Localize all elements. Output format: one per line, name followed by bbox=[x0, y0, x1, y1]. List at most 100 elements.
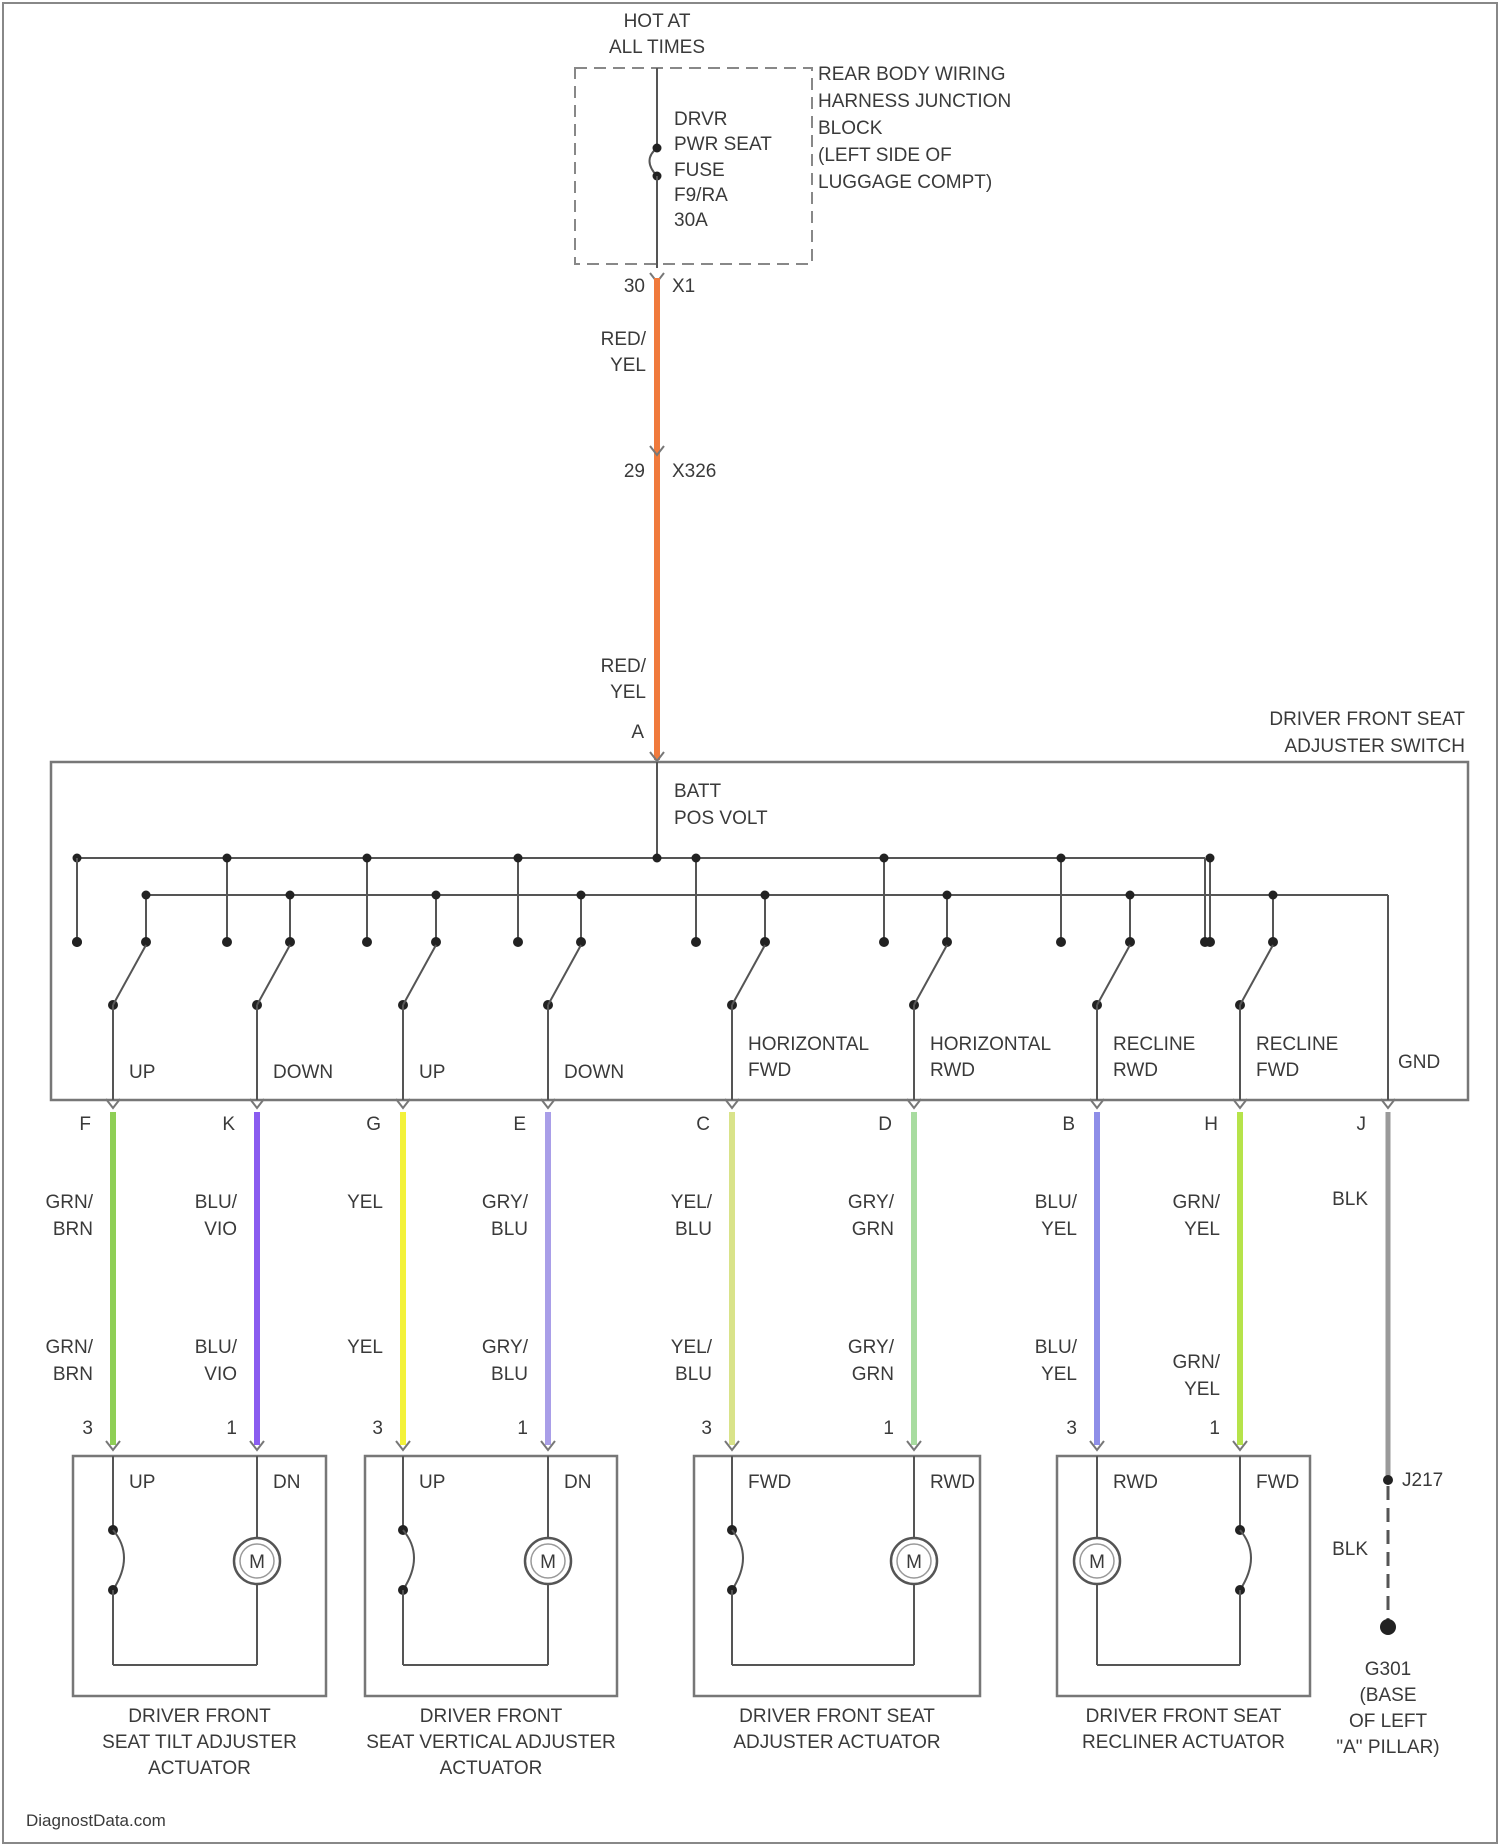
batt-contact bbox=[879, 937, 889, 947]
actuator-caption: DRIVER FRONT SEAT bbox=[739, 1706, 935, 1727]
switch-blade bbox=[1097, 945, 1130, 1005]
switch-output-pin: G bbox=[366, 1114, 381, 1135]
actuator-caption: DRIVER FRONT bbox=[420, 1706, 563, 1727]
switch-output-pin: F bbox=[79, 1114, 91, 1135]
gnd-bus-dot bbox=[1126, 891, 1135, 900]
wire-color-label-upper: YEL bbox=[347, 1192, 383, 1213]
switch-output-pin: H bbox=[1204, 1114, 1218, 1135]
circuit-breaker-icon bbox=[1240, 1530, 1251, 1590]
actuator-terminal-label: UP bbox=[419, 1472, 445, 1493]
inline-connector-id: X326 bbox=[672, 461, 716, 482]
switch-title-2: ADJUSTER SWITCH bbox=[1285, 736, 1466, 757]
fuse-label-4: F9/RA bbox=[674, 185, 728, 206]
gnd-bus-dot bbox=[142, 891, 151, 900]
wire-color-label-lower: BLU bbox=[491, 1364, 528, 1385]
wire-color-label-lower: VIO bbox=[204, 1364, 237, 1385]
wire-color-label-upper: GRY/ bbox=[482, 1192, 529, 1213]
switch-position-label: DOWN bbox=[273, 1062, 333, 1083]
feed-wire-color-upper-2: YEL bbox=[610, 355, 646, 376]
inline-connector-pin: 29 bbox=[624, 461, 645, 482]
batt-contact bbox=[1200, 937, 1210, 947]
batt-bus-dot bbox=[514, 854, 523, 863]
actuator-terminal-label: DN bbox=[273, 1472, 300, 1493]
wire-color-label-upper: GRN bbox=[852, 1219, 894, 1240]
actuator-caption: SEAT TILT ADJUSTER bbox=[102, 1732, 297, 1753]
switch-output-pin: B bbox=[1062, 1114, 1075, 1135]
switch-blade bbox=[1240, 945, 1273, 1005]
actuator-wires-group: GRN/BRN GRN/BRN 3 BLU/VIO BLU/VIO 1 YEL YEL 3 GRY… bbox=[46, 1112, 1248, 1450]
ground-splice-id: J217 bbox=[1402, 1470, 1443, 1491]
wire-color-label-upper: BRN bbox=[53, 1219, 93, 1240]
actuator-pin: 3 bbox=[82, 1418, 93, 1439]
ground-label-2: (BASE bbox=[1359, 1685, 1416, 1706]
wire-color-label-lower: YEL/ bbox=[671, 1337, 713, 1358]
actuator-terminal-label: RWD bbox=[930, 1472, 975, 1493]
ground-wire-color-upper: BLK bbox=[1332, 1189, 1368, 1210]
fuse-label-2: PWR SEAT bbox=[674, 134, 772, 155]
wire-color-label-lower: BLU bbox=[675, 1364, 712, 1385]
actuator-caption: RECLINER ACTUATOR bbox=[1082, 1732, 1285, 1753]
wire-color-label-upper: YEL/ bbox=[671, 1192, 713, 1213]
ground-circuit: BLK J217 BLK G301 (BASE OF LEFT "A" PILL… bbox=[1332, 1112, 1443, 1758]
motor-label: M bbox=[906, 1552, 922, 1573]
wire-color-label-lower: YEL bbox=[1184, 1379, 1220, 1400]
actuator-terminal-label: DN bbox=[564, 1472, 591, 1493]
motor-label: M bbox=[249, 1552, 265, 1573]
switch-blade bbox=[403, 945, 436, 1005]
wire-color-label-lower: BLU/ bbox=[1035, 1337, 1078, 1358]
actuator-caption: SEAT VERTICAL ADJUSTER bbox=[366, 1732, 616, 1753]
watermark: DiagnostData.com bbox=[26, 1811, 166, 1830]
switch-position-label: HORIZONTAL bbox=[930, 1034, 1051, 1055]
motor-label: M bbox=[540, 1552, 556, 1573]
fuse-label-1: DRVR bbox=[674, 109, 728, 130]
wire-color-label-upper: BLU bbox=[491, 1219, 528, 1240]
switch-output-pin: C bbox=[696, 1114, 710, 1135]
wire-color-label-lower: GRN/ bbox=[46, 1337, 94, 1358]
switch-blade bbox=[113, 945, 146, 1005]
batt-bus-dot bbox=[363, 854, 372, 863]
actuator-pin: 1 bbox=[226, 1418, 237, 1439]
wire-color-label-lower: BRN bbox=[53, 1364, 93, 1385]
switch-input-pin: A bbox=[631, 722, 644, 743]
motor-label: M bbox=[1089, 1552, 1105, 1573]
switch-blade bbox=[914, 945, 947, 1005]
batt-bus-dot bbox=[692, 854, 701, 863]
power-source-line1: HOT AT bbox=[624, 11, 691, 32]
actuator-caption: ACTUATOR bbox=[440, 1758, 543, 1779]
junction-block-label-5: LUGGAGE COMPT) bbox=[818, 172, 992, 193]
actuator-pin: 1 bbox=[883, 1418, 894, 1439]
switch-blade bbox=[732, 945, 765, 1005]
switch-output-pin: D bbox=[878, 1114, 892, 1135]
junction-block-label-4: (LEFT SIDE OF bbox=[818, 145, 952, 166]
wire-color-label-upper: VIO bbox=[204, 1219, 237, 1240]
actuator-pin: 3 bbox=[372, 1418, 383, 1439]
switch-position-label: UP bbox=[419, 1062, 445, 1083]
ground-label-4: "A" PILLAR) bbox=[1336, 1737, 1439, 1758]
wire-color-label-upper: GRN/ bbox=[46, 1192, 94, 1213]
junction-connector-pin: 30 bbox=[624, 276, 645, 297]
gnd-bus-dot bbox=[761, 891, 770, 900]
ground-splice-dot bbox=[1383, 1475, 1393, 1485]
wire-color-label-upper: BLU/ bbox=[1035, 1192, 1078, 1213]
batt-contact bbox=[362, 937, 372, 947]
gnd-bus-dot bbox=[943, 891, 952, 900]
actuator-terminal-label: FWD bbox=[748, 1472, 791, 1493]
switch-position-label: RWD bbox=[930, 1060, 975, 1081]
feed-wire-color-upper-1: RED/ bbox=[601, 329, 647, 350]
circuit-breaker-icon bbox=[403, 1530, 414, 1590]
batt-contact bbox=[1056, 937, 1066, 947]
wire-color-label-lower: YEL bbox=[347, 1337, 383, 1358]
power-source-line2: ALL TIMES bbox=[609, 37, 705, 58]
wire-color-label-lower: YEL bbox=[1041, 1364, 1077, 1385]
ground-wire-color-lower: BLK bbox=[1332, 1539, 1368, 1560]
batt-label-1: BATT bbox=[674, 781, 722, 802]
wire-color-label-lower: BLU/ bbox=[195, 1337, 238, 1358]
ground-point-icon bbox=[1380, 1619, 1396, 1635]
actuator-pin: 1 bbox=[517, 1418, 528, 1439]
actuator-caption: ADJUSTER ACTUATOR bbox=[733, 1732, 940, 1753]
switch-output-pin: E bbox=[513, 1114, 526, 1135]
switch-position-label: FWD bbox=[1256, 1060, 1299, 1081]
actuator-terminal-label: UP bbox=[129, 1472, 155, 1493]
ground-label-3: OF LEFT bbox=[1349, 1711, 1428, 1732]
